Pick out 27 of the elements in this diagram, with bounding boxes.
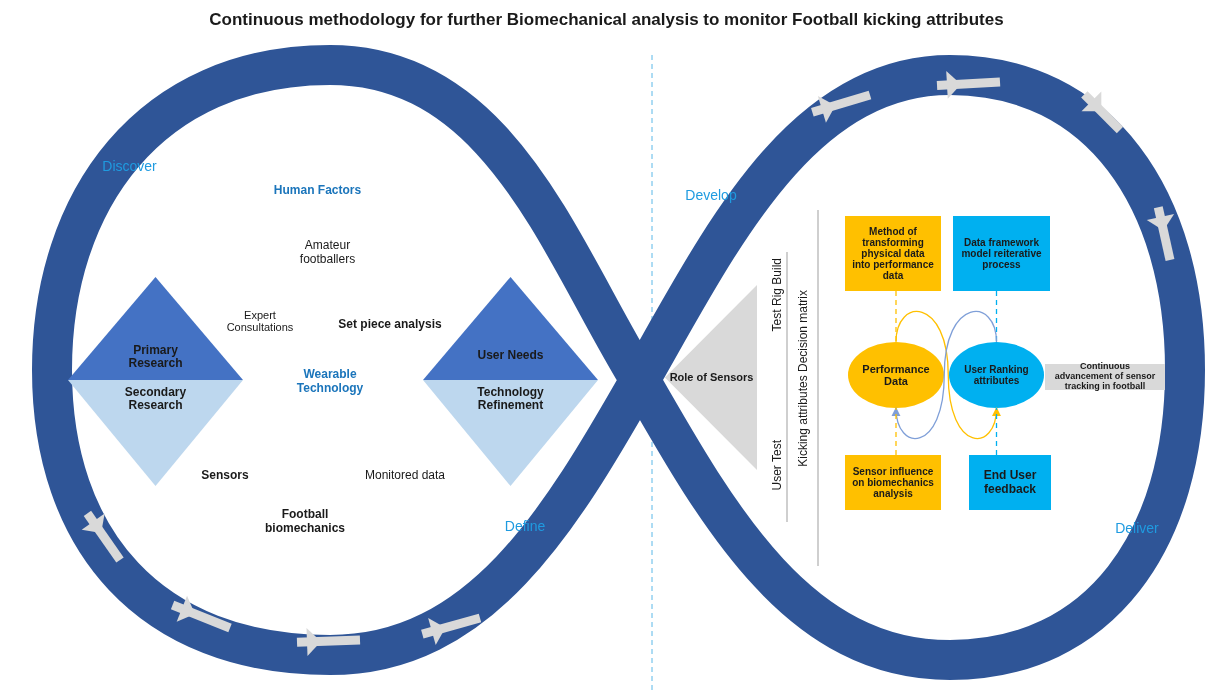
title: Continuous methodology for further Biomechanical analysis to monitor Football kicking attributes	[208, 10, 1005, 30]
topic-label: Human Factors	[272, 183, 363, 197]
process-box: Data framework model reiterative process	[953, 216, 1050, 291]
node-label: Role of Sensors	[669, 371, 754, 384]
connector-line	[995, 407, 998, 456]
node-label: Secondary Research	[123, 386, 188, 413]
topic-label: Expert Consultations	[225, 309, 295, 333]
topic-label: Set piece analysis	[337, 317, 443, 331]
stage-label: Test Rig Build	[770, 258, 784, 332]
data-ellipse: Performance Data	[848, 342, 944, 408]
node-label: User Needs	[477, 348, 544, 362]
process-box: Method of transforming physical data into performance data	[845, 216, 941, 291]
node-label: Technology Refinement	[476, 386, 545, 413]
topic-label: Football biomechanics	[264, 507, 346, 535]
data-ellipse: User Ranking attributes	[949, 342, 1044, 408]
topic-label: Monitored data	[363, 468, 447, 482]
topic-label: Sensors	[200, 468, 250, 482]
process-box: Sensor influence on biomechanics analysis	[845, 455, 941, 510]
diamond-lower-half	[423, 380, 598, 486]
topic-label: Amateur footballers	[298, 238, 357, 266]
connector-line	[895, 407, 897, 456]
stage-label: User Test	[770, 440, 784, 491]
node-label: Primary Research	[127, 343, 184, 370]
topic-label: Wearable Technology	[295, 367, 365, 395]
callout-bar: Continuous advancement of sensor tracking in football	[1045, 364, 1165, 390]
axis-title: Kicking attributes Decision matrix	[796, 290, 810, 467]
process-box: End User feedback	[969, 455, 1051, 510]
